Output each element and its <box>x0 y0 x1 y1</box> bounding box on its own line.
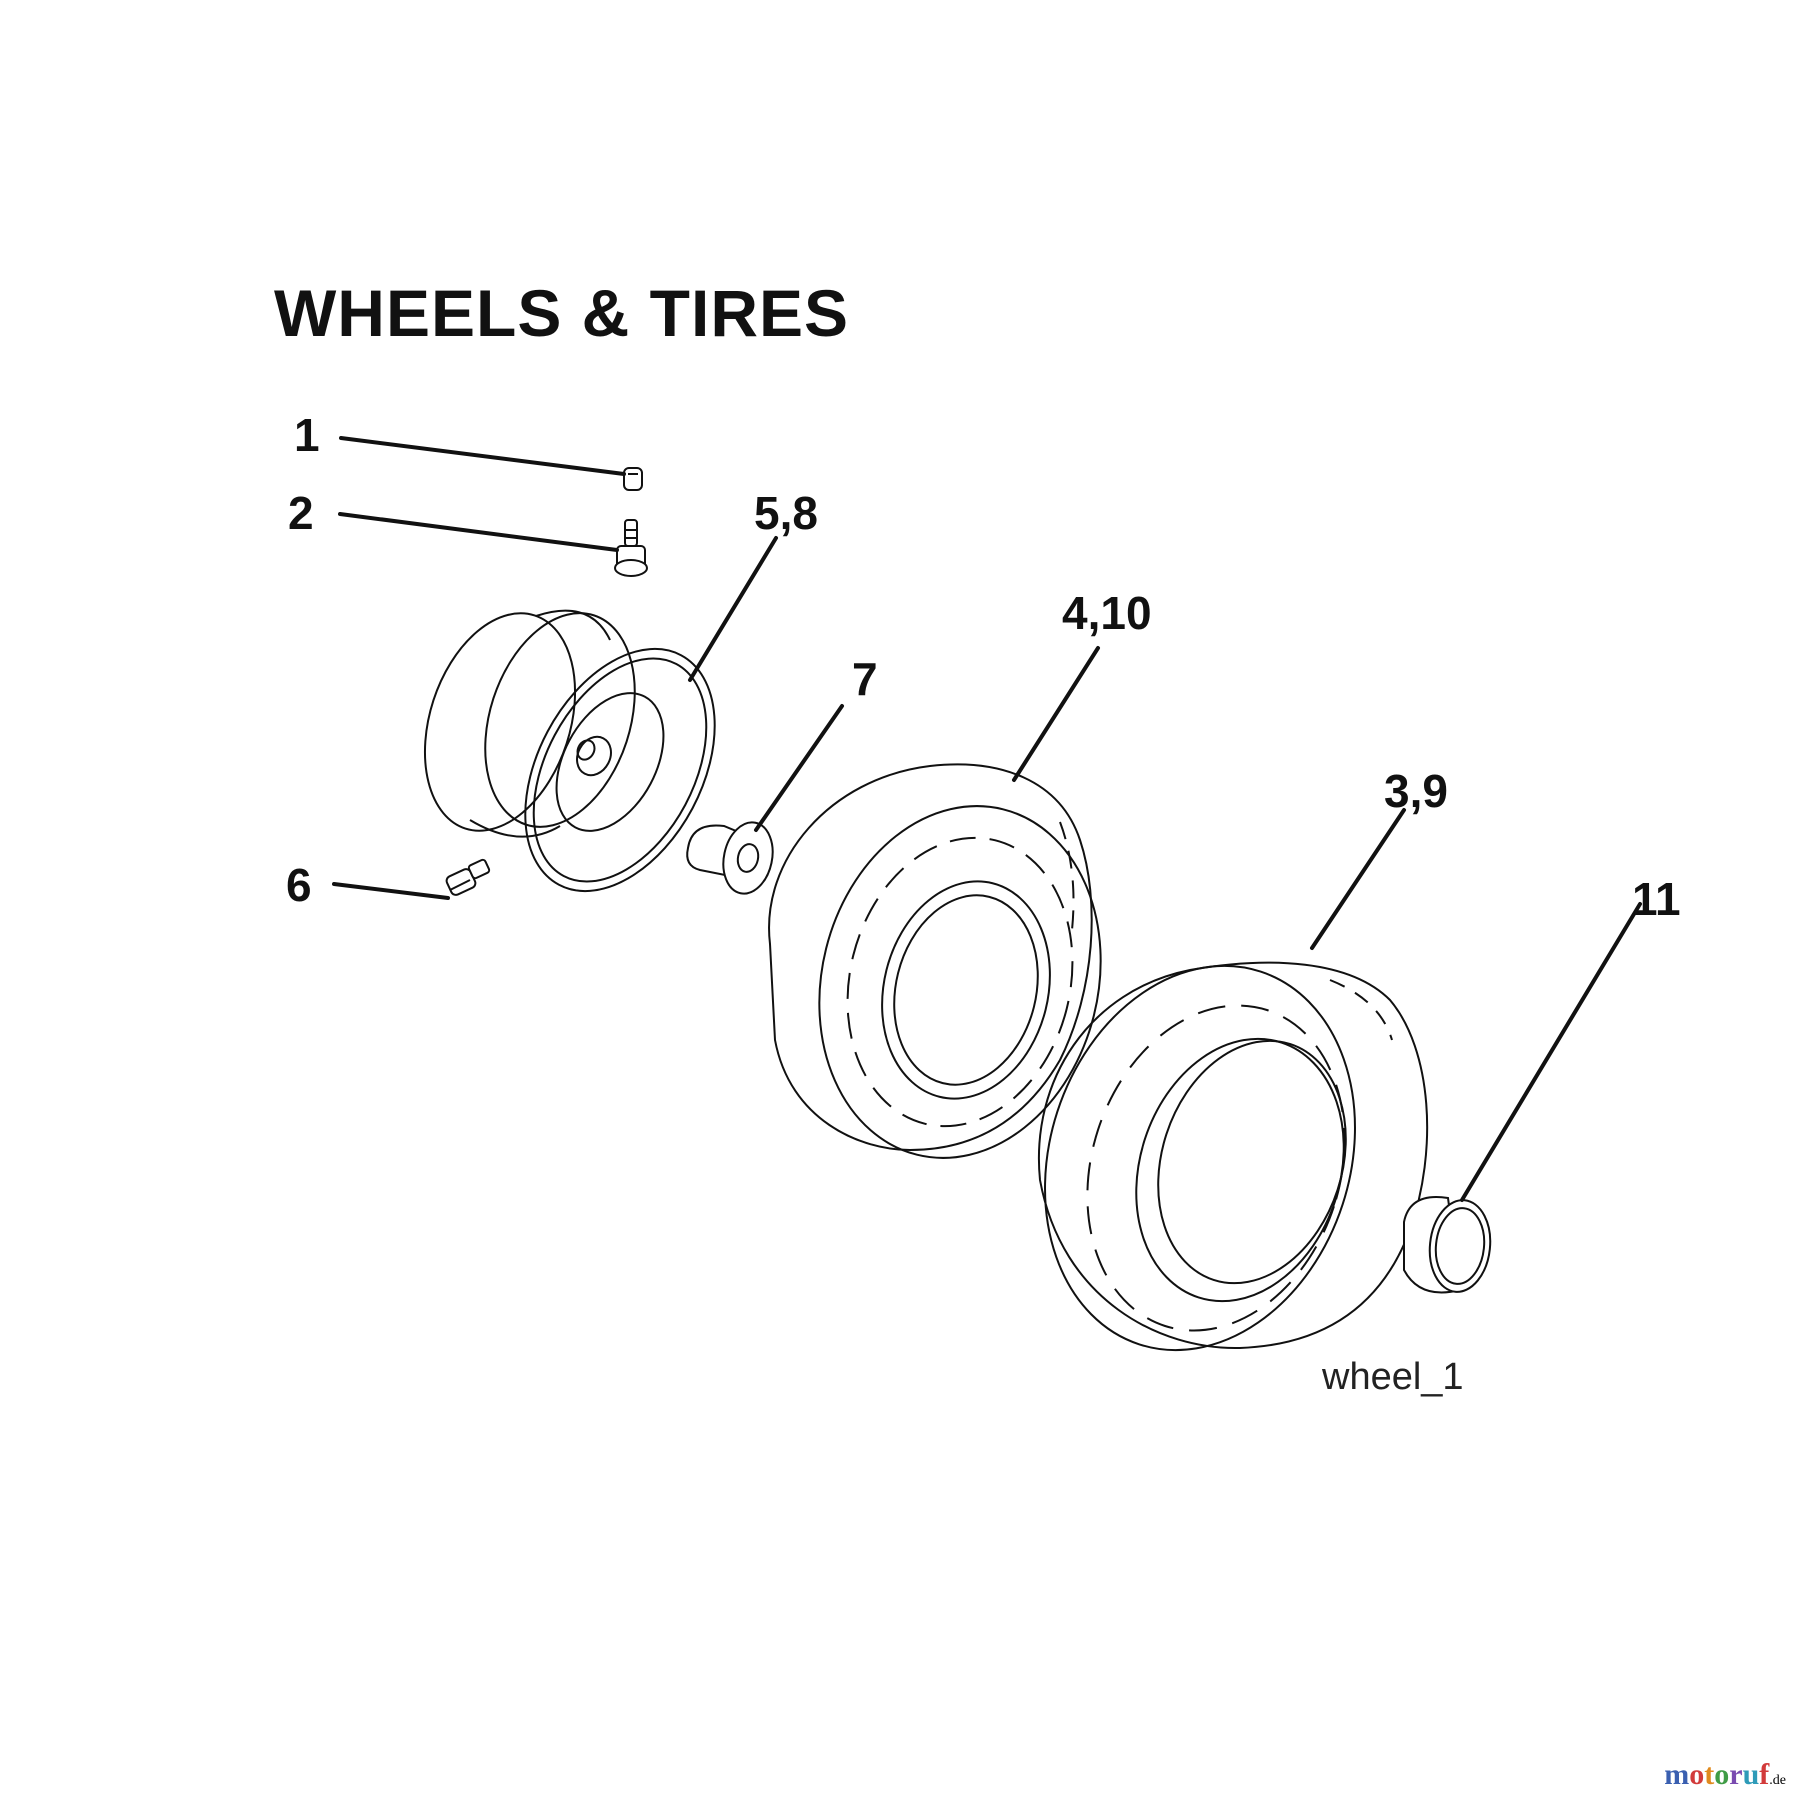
callout-label: 6 <box>286 859 312 911</box>
diagram-title: WHEELS & TIRES <box>274 276 850 350</box>
watermark-logo: motoruf.de <box>1664 1760 1786 1790</box>
callout-label: 11 <box>1632 873 1681 925</box>
leader-line-1 <box>339 436 626 476</box>
watermark-text: motoruf <box>1664 1758 1769 1791</box>
leader-line-3-9 <box>1310 808 1406 950</box>
callout-label: 4,10 <box>1062 587 1152 639</box>
grease-fitting-part <box>445 858 491 896</box>
valve-cap-part <box>623 467 643 491</box>
figure-id: wheel_1 <box>1322 1356 1464 1398</box>
leader-line-5-8 <box>688 536 778 682</box>
callout-label: 1 <box>294 409 320 461</box>
watermark-letter: f <box>1759 1758 1770 1791</box>
callout-label: 3,9 <box>1384 765 1448 817</box>
rim-part <box>423 609 716 893</box>
watermark-suffix: .de <box>1769 1773 1786 1788</box>
leader-line-2 <box>338 512 619 552</box>
watermark-letter: u <box>1742 1758 1760 1791</box>
hub-cap-part <box>1403 1196 1492 1294</box>
callout-label: 7 <box>852 653 878 705</box>
leader-line-11 <box>1460 902 1642 1202</box>
watermark-letter: m <box>1664 1758 1690 1791</box>
front-tire-part <box>768 763 1102 1159</box>
leader-line-7 <box>754 704 844 832</box>
leader-line-4-10 <box>1012 646 1100 782</box>
valve-stem-part <box>614 519 648 577</box>
watermark-letter: o <box>1714 1758 1730 1791</box>
watermark-letter: t <box>1704 1758 1715 1791</box>
bushing-part <box>686 821 774 895</box>
callout-label: 2 <box>288 487 314 539</box>
watermark-letter: o <box>1689 1758 1705 1791</box>
watermark-letter: r <box>1729 1758 1743 1791</box>
rear-tire-part <box>1037 961 1429 1352</box>
leader-line-6 <box>332 882 450 900</box>
callout-label: 5,8 <box>754 487 818 539</box>
